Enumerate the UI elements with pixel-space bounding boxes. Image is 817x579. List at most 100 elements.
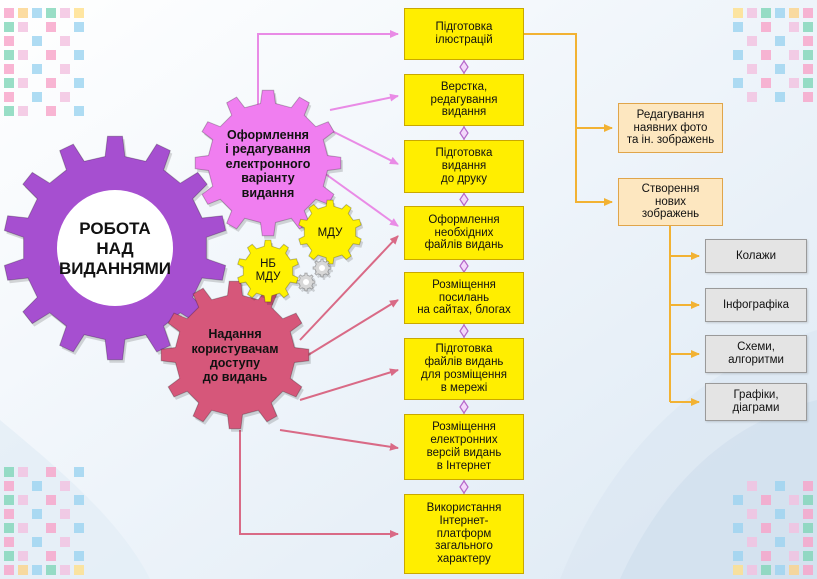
corner-tl-square xyxy=(4,36,14,46)
corner-tl-square xyxy=(46,22,56,32)
corner-tl-square xyxy=(4,92,14,102)
arrow-red-to-platforms xyxy=(239,430,399,538)
corner-bl-square xyxy=(18,565,28,575)
corner-bl-square xyxy=(32,565,42,575)
corner-tr-square xyxy=(761,50,771,60)
image-type-box: Колажи xyxy=(705,239,807,273)
arrow-red xyxy=(279,429,399,451)
process-box: Оформлення необхідних файлів видань xyxy=(404,206,524,260)
corner-bl-square xyxy=(60,537,70,547)
corner-bl-square xyxy=(4,537,14,547)
process-box: Верстка, редагування видання xyxy=(404,74,524,126)
corner-br-square xyxy=(789,565,799,575)
corner-br-square xyxy=(803,537,813,547)
corner-tr-square xyxy=(789,22,799,32)
diamond-connector xyxy=(459,125,469,141)
arrow-pink xyxy=(329,129,399,165)
corner-bl-square xyxy=(60,509,70,519)
corner-br-square xyxy=(803,509,813,519)
diamond-connector xyxy=(459,59,469,75)
corner-tr-square xyxy=(761,78,771,88)
corner-bl-square xyxy=(74,565,84,575)
corner-tr-square xyxy=(803,78,813,88)
corner-tl-square xyxy=(74,78,84,88)
corner-tr-square xyxy=(803,64,813,74)
corner-br-square xyxy=(803,551,813,561)
corner-bl-square xyxy=(4,523,14,533)
corner-tl-square xyxy=(32,92,42,102)
corner-tr-square xyxy=(733,50,743,60)
corner-tl-square xyxy=(18,22,28,32)
corner-bl-square xyxy=(74,551,84,561)
process-box: Підготовка файлів видань для розміщення … xyxy=(404,338,524,400)
corner-tr-square xyxy=(803,92,813,102)
image-type-box: Графіки, діаграми xyxy=(705,383,807,421)
corner-bl-square xyxy=(60,481,70,491)
corner-tl-square xyxy=(18,8,28,18)
corner-tl-square xyxy=(60,8,70,18)
corner-br-square xyxy=(789,523,799,533)
corner-tr-square xyxy=(747,92,757,102)
corner-tr-square xyxy=(789,78,799,88)
corner-bl-square xyxy=(18,467,28,477)
corner-tr-square xyxy=(803,8,813,18)
corner-br-square xyxy=(747,509,757,519)
corner-tr-square xyxy=(789,8,799,18)
gear-pink xyxy=(194,89,343,239)
corner-tl-square xyxy=(60,36,70,46)
corner-bl-square xyxy=(4,565,14,575)
corner-bl-square xyxy=(46,523,56,533)
corner-tr-square xyxy=(775,64,785,74)
diamond-connector xyxy=(459,479,469,495)
corner-tl-square xyxy=(32,8,42,18)
corner-br-square xyxy=(761,495,771,505)
gear-mdu-label: МДУ xyxy=(317,226,343,239)
corner-tl-square xyxy=(46,8,56,18)
gear-nb-label: НБ МДУ xyxy=(255,258,281,283)
arrow-red xyxy=(299,368,399,401)
corner-tr-square xyxy=(733,8,743,18)
arrow-pink xyxy=(329,93,399,111)
corner-tl-square xyxy=(46,106,56,116)
corner-tl-square xyxy=(4,22,14,32)
corner-br-square xyxy=(803,523,813,533)
diamond-connector xyxy=(459,192,469,207)
corner-tl-square xyxy=(32,64,42,74)
corner-tl-square xyxy=(4,8,14,18)
corner-tl-square xyxy=(74,50,84,60)
corner-bl-square xyxy=(4,467,14,477)
corner-tl-square xyxy=(60,92,70,102)
corner-br-square xyxy=(775,565,785,575)
corner-br-square xyxy=(761,565,771,575)
corner-tl-square xyxy=(46,50,56,60)
corner-tr-square xyxy=(775,8,785,18)
gear-nb-body xyxy=(237,239,299,303)
diamond-connector xyxy=(459,399,469,415)
corner-tr-square xyxy=(775,92,785,102)
main-gear-hub xyxy=(57,190,173,306)
small-gear-a-hub xyxy=(303,279,309,285)
corner-bl-square xyxy=(46,495,56,505)
corner-br-square xyxy=(789,495,799,505)
small-gear-b-hub xyxy=(319,265,325,271)
small-gear-b xyxy=(312,258,333,280)
arrow-pink-to-illustrations xyxy=(257,30,399,120)
corner-br-square xyxy=(789,551,799,561)
image-task-box: Створення нових зображень xyxy=(618,178,723,226)
corner-bl-square xyxy=(18,495,28,505)
corner-tl-square xyxy=(4,64,14,74)
corner-tr-square xyxy=(803,50,813,60)
corner-tl-square xyxy=(32,36,42,46)
corner-bl-square xyxy=(4,551,14,561)
corner-bl-square xyxy=(18,523,28,533)
corner-bl-square xyxy=(60,565,70,575)
corner-tl-square xyxy=(18,106,28,116)
corner-br-square xyxy=(775,481,785,491)
corner-br-square xyxy=(775,509,785,519)
corner-tr-square xyxy=(747,8,757,18)
connector-to-new-images xyxy=(575,128,613,206)
corner-tl-square xyxy=(18,50,28,60)
corner-tl-square xyxy=(74,22,84,32)
corner-bl-square xyxy=(32,509,42,519)
